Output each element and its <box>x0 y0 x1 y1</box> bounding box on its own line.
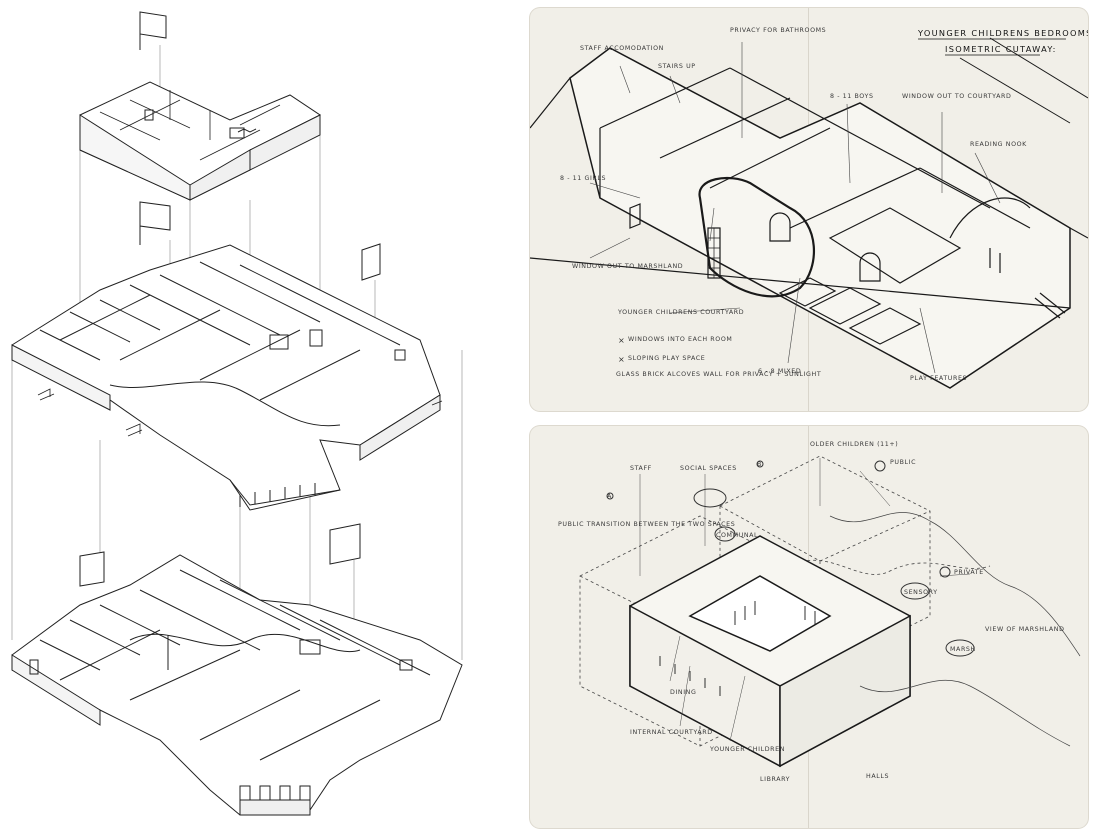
label-social-spaces: SOCIAL SPACES <box>680 465 737 472</box>
bullet-mark-1: × <box>618 336 625 345</box>
bubble-public <box>874 460 886 472</box>
label-window-courtyard: WINDOW OUT TO COURTYARD <box>902 93 1011 100</box>
label-window-marshland: WINDOW OUT TO MARSHLAND <box>572 263 683 270</box>
bullet-mark-2: × <box>618 355 625 364</box>
sketch-title-line2: ISOMETRIC CUTAWAY: <box>945 44 1057 54</box>
label-older-children: OLDER CHILDREN (11+) <box>810 441 898 448</box>
cutaway-drawing-svg: YOUNGER CHILDRENS BEDROOMS ISOMETRIC CUT… <box>530 27 1088 389</box>
annotation-leaders <box>639 458 971 742</box>
sketchbook-zoning-page: OLDER CHILDREN (11+) PUBLIC STAFF SOCIAL… <box>530 426 1088 828</box>
label-staff-accomodation: STAFF ACCOMODATION <box>580 45 664 52</box>
leader-lines <box>589 42 1001 374</box>
sketchbook-cutaway-page: YOUNGER CHILDRENS BEDROOMS ISOMETRIC CUT… <box>530 8 1088 411</box>
label-girls: 8 - 11 GIRLS <box>560 175 606 182</box>
label-library: LIBRARY <box>760 776 790 783</box>
label-mixed: 6 - 8 MIXED <box>758 368 801 375</box>
label-staff: STAFF <box>630 465 652 472</box>
marker-b <box>756 460 764 468</box>
label-bullet-windows: WINDOWS INTO EACH ROOM <box>628 336 732 343</box>
middle-floor-plan <box>11 244 441 511</box>
label-younger-children: YOUNGER CHILDREN <box>709 746 785 753</box>
label-view-marshland: VIEW OF MARSHLAND <box>985 626 1065 633</box>
ground-floor-plan <box>11 554 463 816</box>
marker-a-label: A <box>607 493 612 500</box>
label-public-transition: PUBLIC TRANSITION BETWEEN THE TWO SPACES <box>558 521 735 528</box>
zoning-drawing-svg: OLDER CHILDREN (11+) PUBLIC STAFF SOCIAL… <box>558 441 1081 783</box>
sketch-title-line1: YOUNGER CHILDRENS BEDROOMS <box>917 28 1088 38</box>
label-marsh: MARSH <box>950 646 976 653</box>
label-bullet-sloping: SLOPING PLAY SPACE <box>628 355 705 362</box>
terrain-line <box>829 512 1081 747</box>
solid-building-massing <box>629 535 911 768</box>
label-privacy-bathrooms: PRIVACY FOR BATHROOMS <box>730 27 826 34</box>
marker-b-label: B <box>757 461 762 468</box>
label-boys: 8 - 11 BOYS <box>830 93 874 100</box>
label-dining: DINING <box>670 689 696 696</box>
label-play-features: PLAY FEATURES <box>910 375 967 382</box>
label-reading-nook: READING NOOK <box>970 141 1027 148</box>
label-communal: COMMUNAL <box>716 532 758 539</box>
bubble-sensory <box>900 582 930 600</box>
bubble-social <box>693 488 727 508</box>
bubble-communal <box>714 526 736 542</box>
label-glass-brick: GLASS BRICK ALCOVES WALL FOR PRIVACY + S… <box>616 371 821 378</box>
label-private: PRIVATE <box>954 569 984 576</box>
label-halls: HALLS <box>866 773 889 780</box>
stair-icons <box>37 388 443 437</box>
upper-floor-plan <box>79 81 321 201</box>
exploded-isometric-drawing <box>0 0 520 835</box>
bubble-private <box>939 566 951 578</box>
label-sensory: SENSORY <box>904 589 938 596</box>
window-marks <box>659 601 816 696</box>
label-stairs-up: STAIRS UP <box>658 63 696 70</box>
marker-a <box>606 492 614 500</box>
label-public: PUBLIC <box>890 459 916 466</box>
label-younger-courtyard: YOUNGER CHILDRENS COURTYARD <box>617 309 744 316</box>
exploded-axonometric-svg <box>11 11 463 816</box>
label-internal-courtyard: INTERNAL COURTYARD <box>630 729 713 736</box>
bubble-marsh <box>945 639 975 657</box>
